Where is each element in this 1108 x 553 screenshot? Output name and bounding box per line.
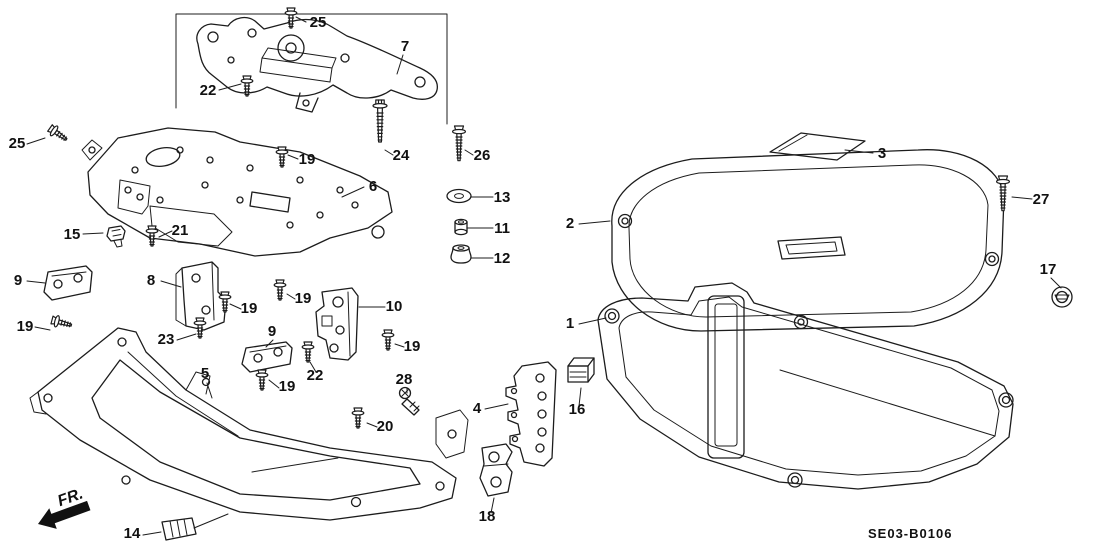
callout-10: 10 (386, 298, 403, 315)
part-12-grommet (450, 244, 472, 264)
callout-12: 12 (494, 250, 511, 267)
screw-25-top (284, 7, 298, 29)
callout-2: 2 (566, 215, 574, 232)
callout-19-d: 19 (17, 318, 34, 335)
callout-21: 21 (172, 222, 189, 239)
screw-27 (995, 175, 1011, 212)
part-15-clip (106, 225, 126, 248)
callout-17: 17 (1040, 261, 1057, 278)
part-2-upper-cover (611, 149, 1005, 332)
callout-5: 5 (201, 365, 209, 382)
callout-15: 15 (64, 226, 81, 243)
fr-arrow-icon (38, 500, 91, 529)
part-1-lower-cover-case (597, 282, 1014, 490)
part-13-washer (446, 188, 472, 204)
callout-19-f: 19 (279, 378, 296, 395)
screw-21 (145, 225, 159, 247)
part-18-plate-bracket (479, 443, 513, 497)
callout-6: 6 (369, 178, 377, 195)
part-9-stay-middle (241, 341, 293, 373)
screw-20 (351, 407, 365, 429)
fr-direction-indicator: FR. (38, 485, 91, 529)
callout-18: 18 (479, 508, 496, 525)
callout-19-e: 19 (404, 338, 421, 355)
callout-20: 20 (377, 418, 394, 435)
callout-3: 3 (878, 145, 886, 162)
callout-16: 16 (569, 401, 586, 418)
callout-11: 11 (494, 220, 510, 237)
callout-19-a: 19 (299, 151, 316, 168)
callout-4: 4 (473, 400, 482, 417)
callout-19-b: 19 (241, 300, 258, 317)
callout-leader-lines (26, 16, 1062, 536)
callout-22-b: 22 (307, 367, 324, 384)
callout-23: 23 (158, 331, 175, 348)
callout-7: 7 (401, 38, 409, 55)
part-7-upper-stay-bracket (196, 16, 439, 113)
screw-19-c (273, 279, 287, 301)
screw-25-left (46, 122, 71, 145)
part-10-bent-bracket (315, 287, 359, 361)
drawing-code: SE03-B0106 (868, 526, 952, 541)
callout-25-b: 25 (9, 135, 26, 152)
part-4-holder-bracket (505, 361, 557, 467)
detail-frame (175, 13, 448, 125)
screw-19-e (381, 329, 395, 351)
callout-24: 24 (393, 147, 410, 164)
callout-9-b: 9 (268, 323, 276, 340)
part-16-clip-nut (567, 357, 595, 383)
callout-9-a: 9 (14, 272, 22, 289)
part-5-main-bracket-frame (29, 327, 469, 521)
screw-19-d (49, 313, 74, 332)
callout-19-c: 19 (295, 290, 312, 307)
screw-26 (452, 125, 466, 162)
callout-14: 14 (124, 525, 141, 542)
part-6-bracket-plate (81, 127, 393, 257)
callout-27: 27 (1033, 191, 1050, 208)
part-17-cap (1051, 286, 1073, 308)
part-14-clip (161, 517, 197, 541)
callout-22-a: 22 (200, 82, 217, 99)
callout-25-a: 25 (310, 14, 327, 31)
callout-28: 28 (396, 371, 413, 388)
part-11-collar (454, 218, 468, 236)
callout-8: 8 (147, 272, 155, 289)
bolt-24 (372, 99, 388, 143)
callout-26: 26 (474, 147, 491, 164)
callout-1: 1 (566, 315, 574, 332)
callout-13: 13 (494, 189, 511, 206)
screw-19-a (275, 146, 289, 168)
part-9-stay-left (43, 265, 93, 301)
screw-19-f (255, 369, 269, 391)
part-3-label-strip (769, 132, 866, 161)
part-28-sensor-bolt (398, 386, 420, 416)
screw-19-b (218, 291, 232, 313)
screw-22-lower (301, 341, 315, 363)
